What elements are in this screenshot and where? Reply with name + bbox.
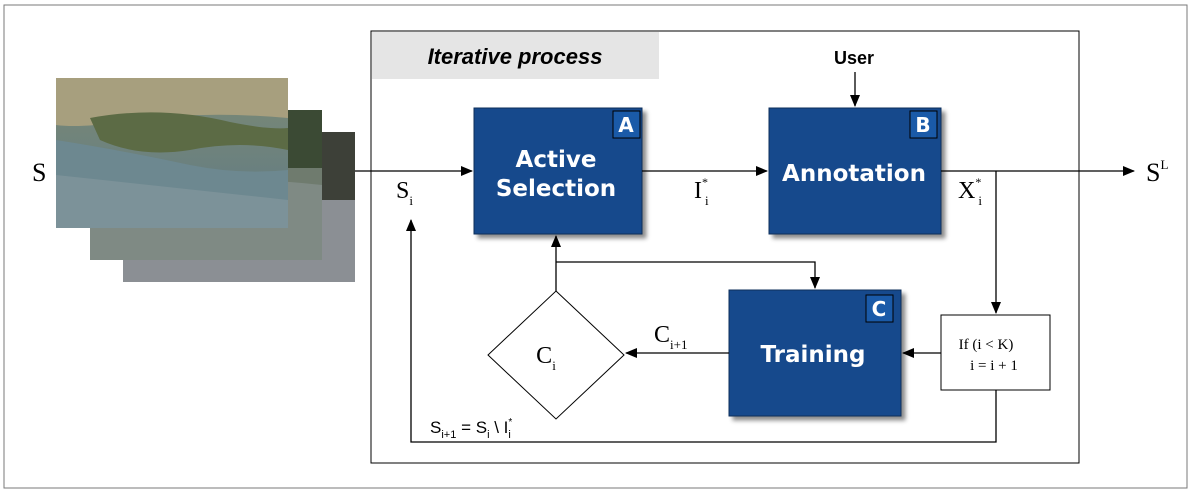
- training-title: Training: [760, 342, 865, 368]
- block-training: C Training: [728, 289, 902, 417]
- aerial-image-front: [56, 78, 288, 228]
- condition-box: [940, 314, 1051, 391]
- s-l-label: SL: [1146, 157, 1168, 187]
- condition-line2: i = i + 1: [970, 358, 1018, 374]
- connectors: [355, 72, 1135, 443]
- update-formula: Si+1 = Si \ I*i: [430, 417, 512, 441]
- c-i-label: Ci: [536, 343, 556, 373]
- x-star-label: X*i: [958, 175, 982, 208]
- aerial-image-stack: [56, 78, 355, 282]
- s-i-label: Si: [396, 178, 413, 208]
- arrow-to-training: [556, 261, 820, 289]
- active-selection-line2: Selection: [496, 176, 616, 202]
- badge-c: [865, 294, 894, 323]
- user-label: User: [834, 48, 874, 68]
- annotation-title: Annotation: [782, 161, 926, 187]
- c-next-label: Ci+1: [654, 322, 687, 352]
- arrow-loop-back: [406, 219, 997, 443]
- block-annotation: B Annotation: [768, 107, 942, 235]
- badge-a: [612, 110, 641, 139]
- iterative-process-title: Iterative process: [428, 44, 603, 69]
- iterative-process-frame: [370, 30, 1080, 464]
- badge-b-label: B: [915, 113, 930, 137]
- classifier-diamond: [487, 290, 625, 420]
- i-star-label: I*i: [694, 175, 709, 208]
- badge-c-label: C: [872, 297, 887, 321]
- condition-line1: If (i < K): [959, 337, 1014, 353]
- iterative-process-title-bar: [372, 32, 659, 79]
- block-active-selection: A Active Selection: [473, 107, 643, 235]
- badge-a-label: A: [618, 113, 634, 137]
- badge-b: [909, 110, 938, 139]
- s-label: S: [32, 158, 46, 187]
- active-selection-line1: Active: [516, 147, 597, 173]
- outer-frame: [3, 4, 1188, 489]
